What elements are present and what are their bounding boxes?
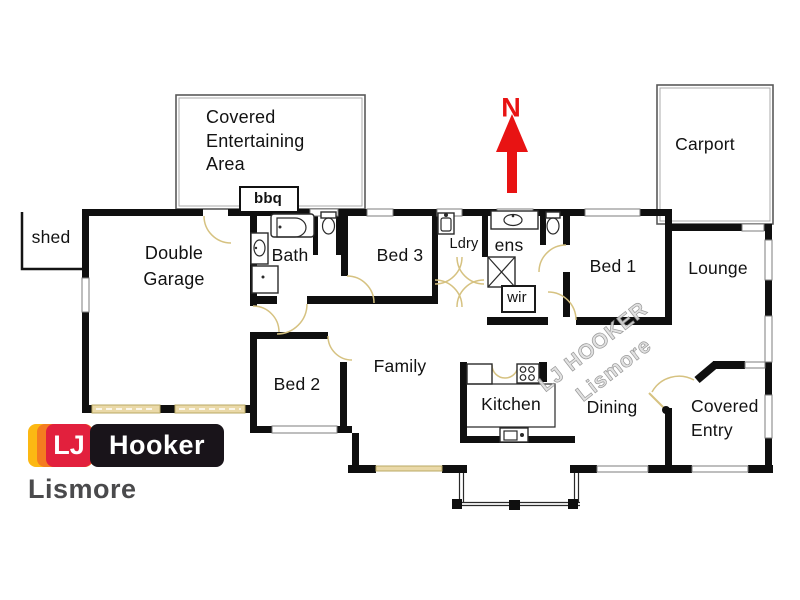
room-label-entertaining: Covered Entertaining Area: [206, 107, 305, 174]
room-label-lounge: Lounge: [688, 258, 748, 278]
bath-shower-icon: [251, 265, 279, 294]
room-label-entry: Covered Entry: [691, 396, 759, 440]
room-label-garage: Double Garage: [143, 243, 205, 289]
room-label-bed3: Bed 3: [376, 245, 424, 265]
agency-office-name: Lismore: [28, 474, 137, 504]
ens-toilet-icon: [545, 211, 561, 235]
front-door-icon: [648, 375, 695, 414]
room-label-family: Family: [373, 356, 427, 376]
watermark: LJ HOOKER Lismore: [534, 297, 657, 407]
room-label-bed1: Bed 1: [589, 256, 637, 276]
north-label: N: [501, 92, 521, 123]
room-label-bed2: Bed 2: [273, 374, 321, 394]
door-arcs: [203, 215, 577, 379]
sliding-door: [375, 465, 443, 472]
bbq-box: [239, 186, 299, 213]
logo-name-text: Hooker: [108, 430, 206, 460]
bath-sink-icon: [250, 232, 269, 265]
room-label-bath: Bath: [271, 245, 309, 265]
robe-box: [501, 285, 536, 313]
garage-door: [91, 404, 246, 414]
room-label-kitchen: Kitchen: [481, 394, 541, 414]
room-label-ens: ens: [494, 235, 524, 255]
wc-toilet-icon: [320, 211, 337, 235]
logo-initials-text: LJ: [53, 430, 85, 460]
logo-name: Hooker: [90, 424, 224, 467]
bathtub-icon: [270, 213, 315, 238]
room-label-dining: Dining: [586, 397, 638, 417]
room-label-ldry: Ldry: [449, 236, 479, 252]
kitchen-fixtures: [466, 363, 556, 428]
kitchen-sink-icon: [499, 427, 529, 443]
ens-shower-icon: [487, 256, 516, 288]
shed-outline: [20, 212, 83, 271]
laundry-tub-icon: [437, 212, 455, 235]
room-label-carport: Carport: [675, 134, 735, 154]
north-arrow-icon: [496, 114, 528, 193]
room-label-wir: wir: [507, 289, 527, 306]
porch-posts: [452, 473, 580, 510]
room-label-bbq: bbq: [253, 190, 283, 207]
room-label-shed: shed: [31, 227, 71, 247]
agency-logo: LJ Hooker: [28, 424, 224, 467]
ens-vanity-icon: [490, 210, 539, 230]
logo-initials: LJ: [46, 424, 92, 467]
